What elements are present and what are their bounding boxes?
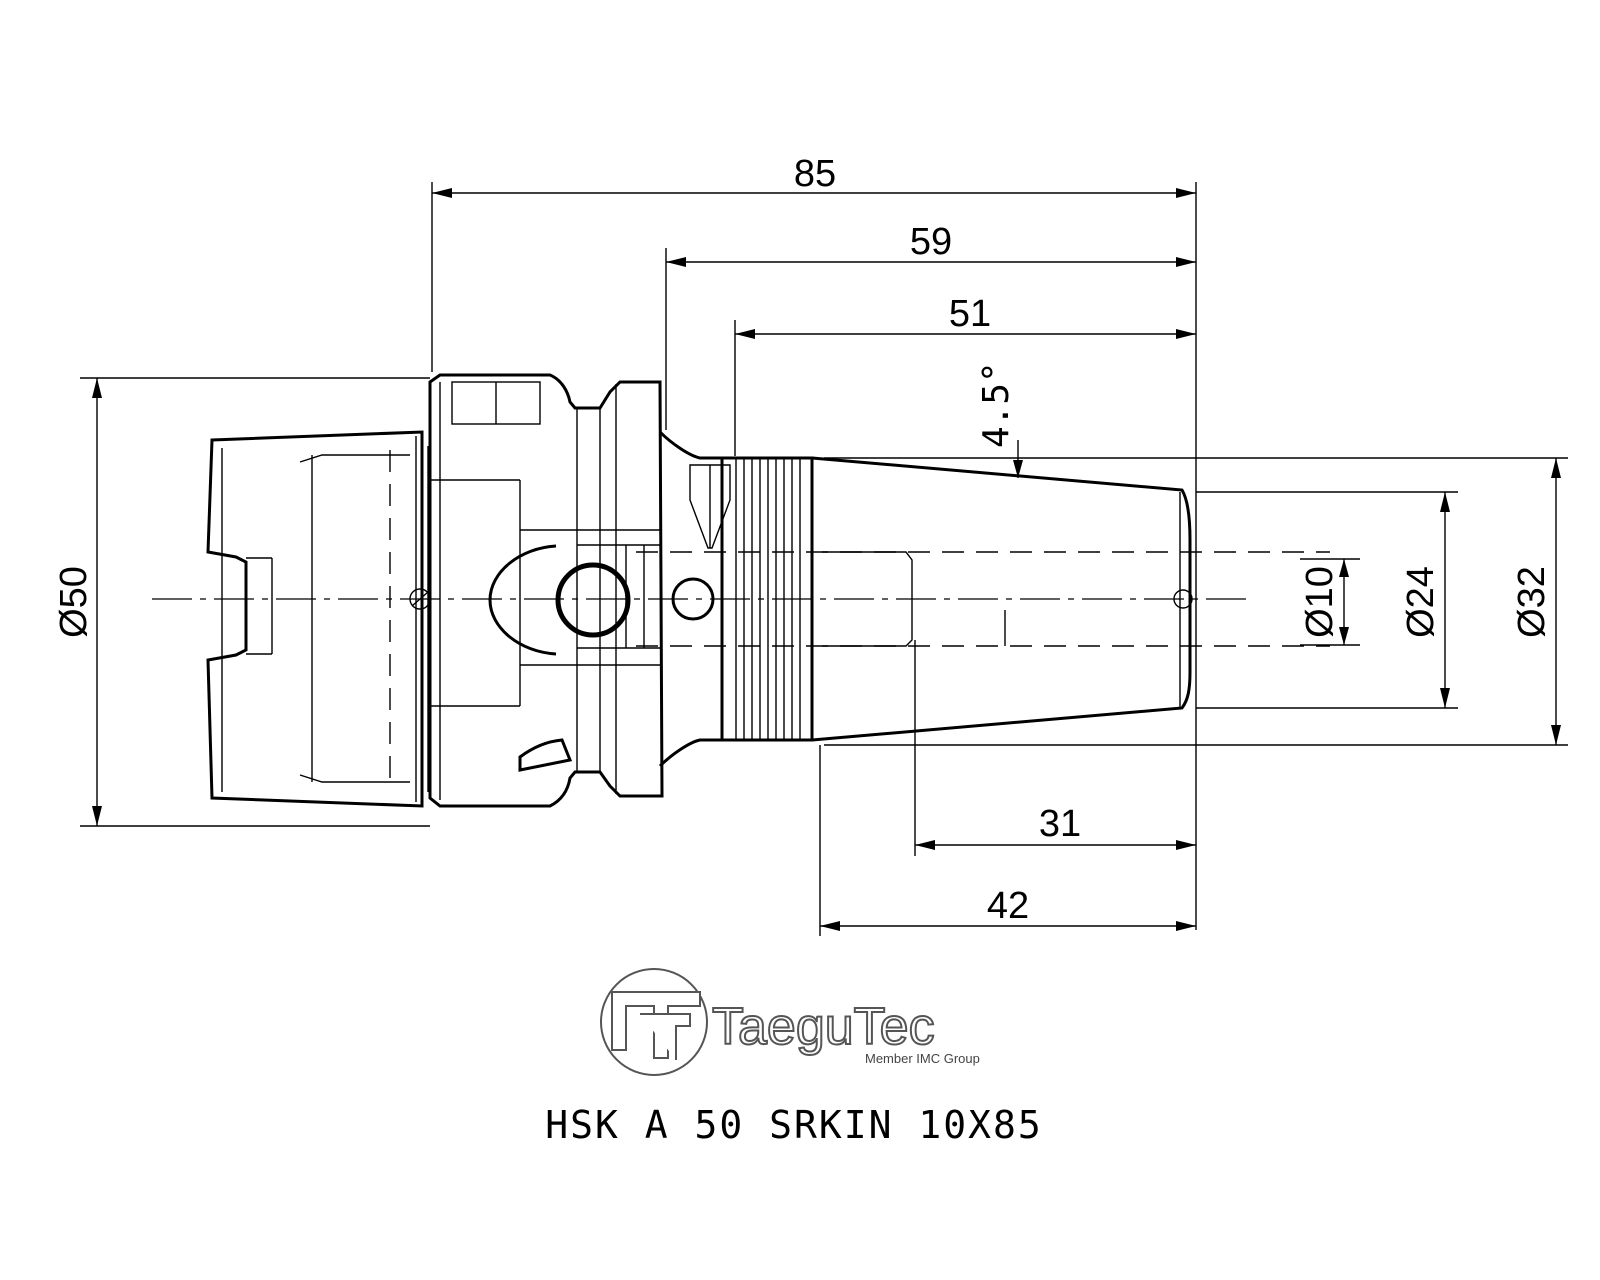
part-number: HSK A 50 SRKIN 10X85 xyxy=(545,1103,1043,1147)
dimension-lines xyxy=(92,188,1561,931)
dim-length-42: 42 xyxy=(987,885,1029,927)
dim-length-31: 31 xyxy=(1039,803,1081,845)
logo-tagline: Member IMC Group xyxy=(865,1051,980,1066)
tool-holder-body xyxy=(206,373,1330,808)
dim-diameter-10: Ø10 xyxy=(1299,566,1341,638)
dim-diameter-24: Ø24 xyxy=(1400,566,1442,638)
extension-lines xyxy=(80,182,1568,936)
logo-brand-text: TaeguTec xyxy=(712,998,935,1056)
dim-overall-length: 85 xyxy=(794,153,836,195)
dim-diameter-32: Ø32 xyxy=(1511,566,1553,638)
logo-emblem-icon xyxy=(600,968,708,1076)
taegutec-logo: TaeguTec Member IMC Group xyxy=(600,968,980,1076)
dim-length-59: 59 xyxy=(910,221,952,263)
dim-taper-angle: 4.5° xyxy=(976,361,1017,448)
dim-length-51: 51 xyxy=(949,293,991,335)
dim-diameter-50: Ø50 xyxy=(53,566,95,638)
